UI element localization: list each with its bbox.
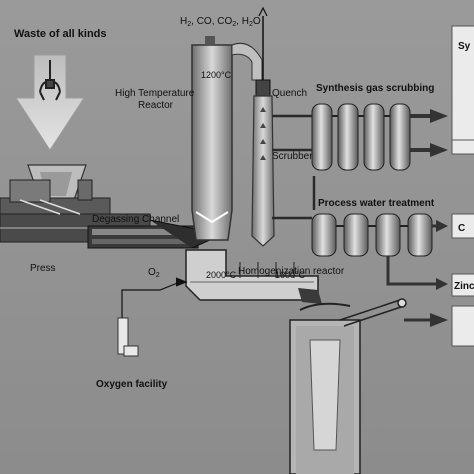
degassing-channel xyxy=(87,219,211,249)
label-temp-2000: 2000°C xyxy=(206,270,237,280)
high-temperature-reactor xyxy=(191,36,263,241)
label-degassing-channel: Degassing Channel xyxy=(92,214,179,225)
label-right-sy: Sy xyxy=(458,41,471,52)
label-high-temp-reactor-2: Reactor xyxy=(138,100,174,111)
label-scrubber: Scrubber xyxy=(272,151,313,162)
oxygen-line xyxy=(121,277,188,336)
label-waste: Waste of all kinds xyxy=(14,28,107,40)
label-o2: O2 xyxy=(148,267,160,279)
output-boxes xyxy=(451,25,474,347)
label-process-water-treatment: Process water treatment xyxy=(318,198,435,209)
water-treatment-tanks xyxy=(311,213,448,327)
label-quench: Quench xyxy=(272,88,307,99)
label-synthesis-gas-scrubbing: Synthesis gas scrubbing xyxy=(316,83,434,94)
label-right-zinc: Zinc xyxy=(454,281,474,292)
label-press: Press xyxy=(30,263,56,274)
label-gases: H2, CO, CO2, H2O xyxy=(180,16,261,28)
label-right-c: C xyxy=(458,223,465,234)
grabber-claw-icon xyxy=(39,60,61,101)
scrubber-column xyxy=(251,6,275,247)
conveyor xyxy=(339,298,407,327)
label-temp-1200: 1200°C xyxy=(201,70,232,80)
slag-bath xyxy=(289,302,361,474)
gas-pipes xyxy=(272,114,316,220)
press-machine xyxy=(0,164,151,243)
homogenization-reactor xyxy=(185,249,322,304)
waste-input-arrow xyxy=(15,54,85,151)
label-temp-1600: 1600°C xyxy=(275,270,306,280)
label-oxygen-facility: Oxygen facility xyxy=(96,379,168,390)
label-homogenization-reactor: Homogenization reactor xyxy=(238,266,345,277)
oxygen-facility-icon xyxy=(117,317,139,357)
label-high-temp-reactor-1: High Temperature xyxy=(115,88,195,99)
scrubbing-tanks xyxy=(311,103,448,171)
